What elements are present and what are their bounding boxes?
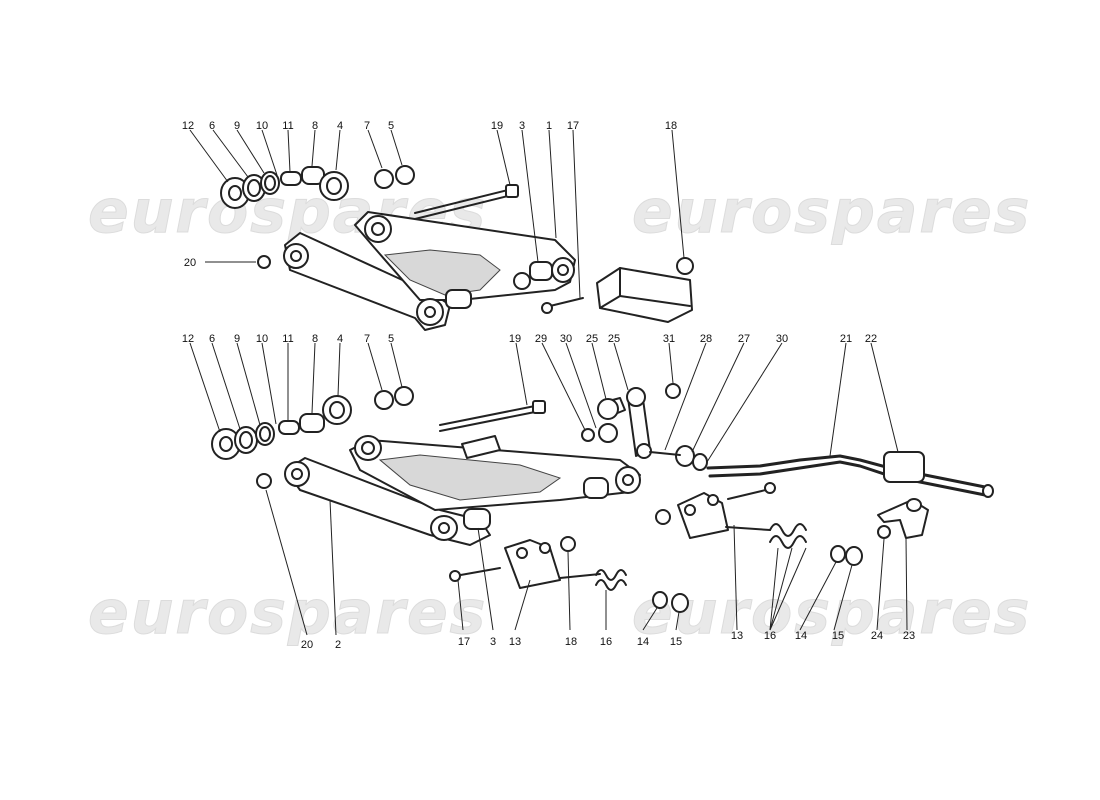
callout-10: 10 — [256, 120, 268, 132]
callout-5: 5 — [388, 120, 394, 132]
callout-3: 3 — [490, 636, 496, 648]
callout-6: 6 — [209, 120, 215, 132]
callout-30: 30 — [560, 333, 572, 345]
callout-12: 12 — [182, 333, 194, 345]
callout-9: 9 — [234, 120, 240, 132]
callout-17: 17 — [567, 120, 579, 132]
callout-9: 9 — [234, 333, 240, 345]
callout-18: 18 — [665, 120, 677, 132]
callout-30: 30 — [776, 333, 788, 345]
upper-wishbone — [283, 211, 576, 331]
callout-16: 16 — [764, 630, 776, 642]
watermark-top-right: eurospares — [632, 177, 1031, 247]
callout-19: 19 — [491, 120, 503, 132]
callout-10: 10 — [256, 333, 268, 345]
upper-bushing-stack — [220, 165, 415, 209]
callout-11: 11 — [282, 120, 293, 132]
leader-lines — [189, 129, 908, 636]
callout-15: 15 — [670, 636, 682, 648]
callout-15: 15 — [832, 630, 844, 642]
callout-22: 22 — [865, 333, 877, 345]
watermark-bottom-right: eurospares — [632, 578, 1031, 648]
callout-31: 31 — [663, 333, 675, 345]
callout-19: 19 — [509, 333, 521, 345]
callout-20: 20 — [184, 257, 196, 269]
callout-27: 27 — [738, 333, 750, 345]
callout-5: 5 — [388, 333, 394, 345]
callout-25: 25 — [586, 333, 598, 345]
callout-1: 1 — [546, 120, 552, 132]
callout-20: 20 — [301, 639, 313, 651]
callout-6: 6 — [209, 333, 215, 345]
lower-clamps-and-mounts — [449, 482, 929, 613]
callout-16: 16 — [600, 636, 612, 648]
callout-8: 8 — [312, 120, 318, 132]
callout-17: 17 — [458, 636, 470, 648]
callout-12: 12 — [182, 120, 194, 132]
callout-2: 2 — [335, 639, 341, 651]
callout-7: 7 — [364, 120, 370, 132]
callout-21: 21 — [840, 333, 852, 345]
callout-13: 13 — [509, 636, 521, 648]
callout-4: 4 — [337, 333, 343, 345]
upper-bolts-and-bracket — [257, 184, 694, 323]
callout-11: 11 — [282, 333, 293, 345]
lower-wishbone — [256, 435, 641, 546]
callout-14: 14 — [637, 636, 649, 648]
watermarks: eurospares eurospares eurospares eurospa… — [88, 177, 1031, 649]
anti-roll-bar — [706, 451, 994, 498]
part-callouts: 12 6 9 10 11 8 4 7 5 19 3 1 17 18 20 12 … — [182, 120, 915, 651]
watermark-bottom-left: eurospares — [88, 578, 487, 648]
callout-4: 4 — [337, 120, 343, 132]
callout-14: 14 — [795, 630, 807, 642]
callout-13: 13 — [731, 630, 743, 642]
lower-bushing-stack — [211, 386, 414, 460]
callout-24: 24 — [871, 630, 883, 642]
callout-3: 3 — [519, 120, 525, 132]
callout-28: 28 — [700, 333, 712, 345]
callout-25: 25 — [608, 333, 620, 345]
callout-29: 29 — [535, 333, 547, 345]
callout-23: 23 — [903, 630, 915, 642]
callout-8: 8 — [312, 333, 318, 345]
callout-18: 18 — [565, 636, 577, 648]
callout-7: 7 — [364, 333, 370, 345]
lower-bolts-and-links — [439, 383, 708, 471]
